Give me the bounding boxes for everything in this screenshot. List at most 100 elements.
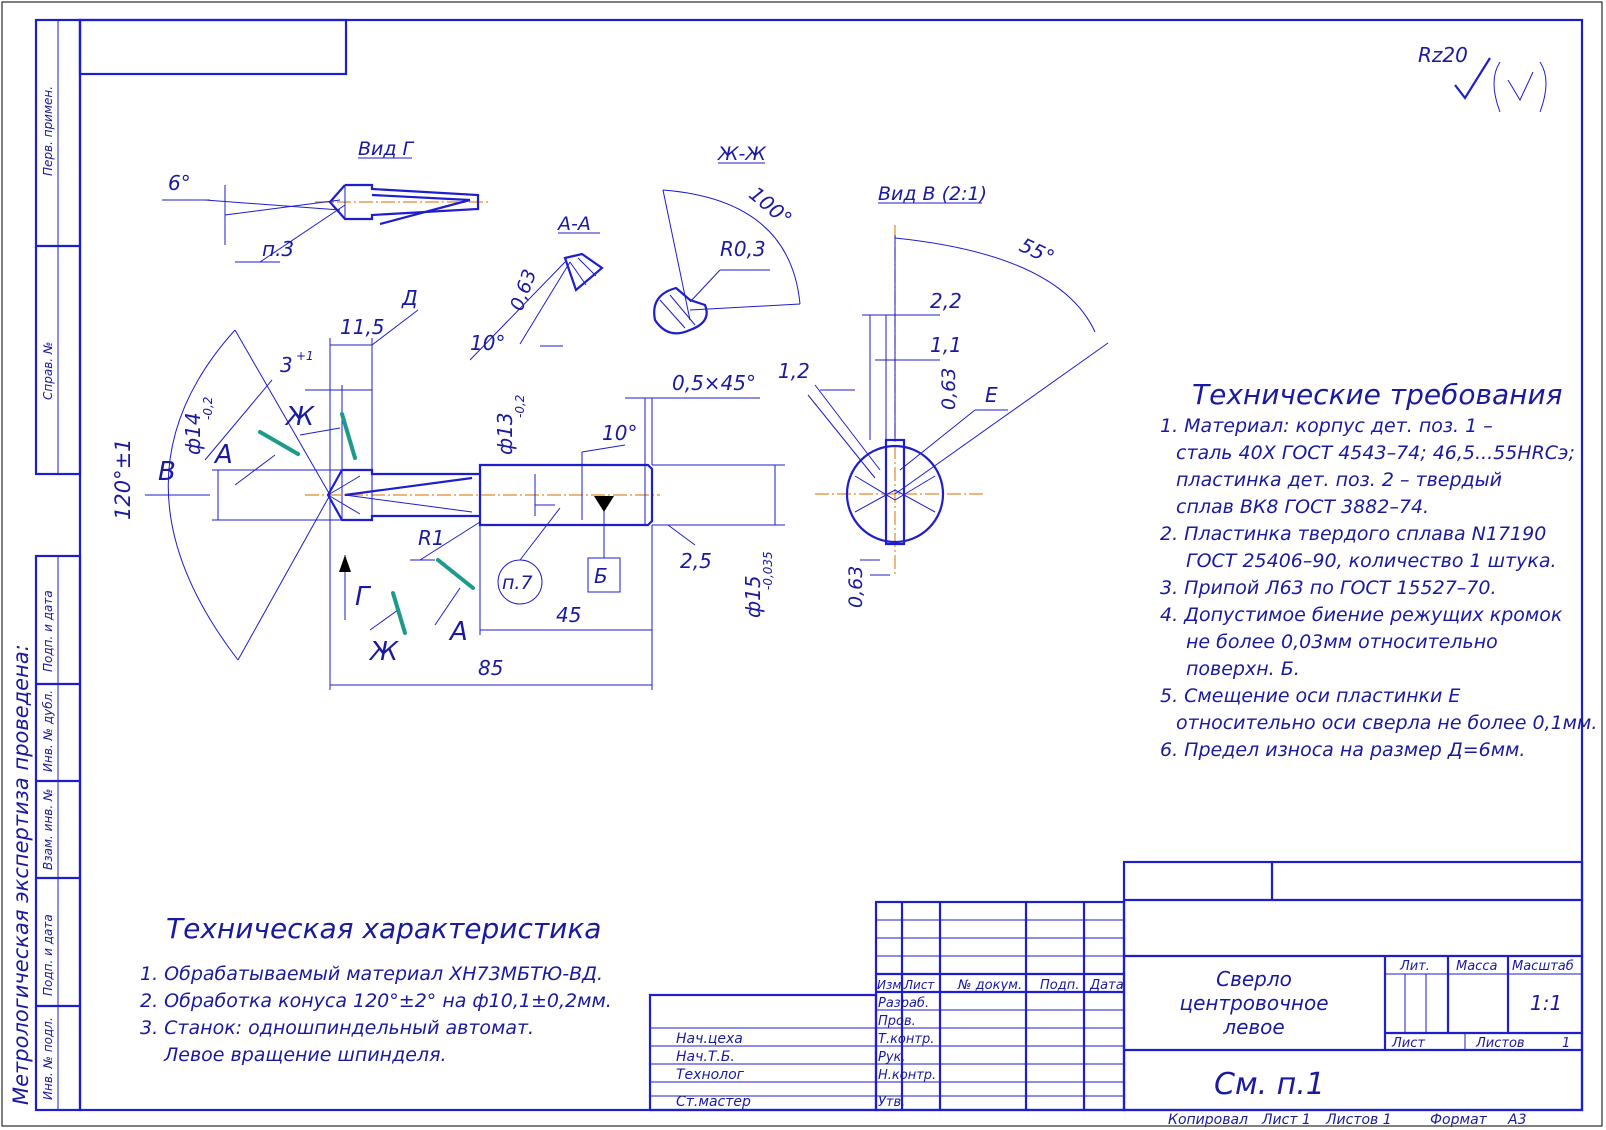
approval-item: Ст.мастер xyxy=(676,1094,751,1110)
label-v: В xyxy=(158,457,176,487)
dim-phi13-tol: -0,2 xyxy=(513,395,527,418)
col-list: Лист xyxy=(903,978,935,992)
title-block-text: Изм. Лист № докум. Подп. Дата Разраб. Пр… xyxy=(877,959,1574,1110)
margin-inv-podl: Инв. № подл. xyxy=(41,1017,55,1100)
label-p7: п.7 xyxy=(502,572,533,594)
dim-e: Е xyxy=(985,383,998,407)
section-zh-label: Ж-Ж xyxy=(717,143,767,165)
tb-row: Н.контр. xyxy=(878,1068,936,1083)
dim-063b: 0,63 xyxy=(938,368,960,410)
tech-char-line: 2. Обработка конуса 120°±2° на ф10,1±0,2… xyxy=(140,990,612,1012)
label-a2: А xyxy=(448,617,468,647)
dim-1-1: 1,1 xyxy=(930,333,962,357)
tech-req-line: ГОСТ 25406–90, количество 1 штука. xyxy=(1186,550,1557,572)
approval-item: Технолог xyxy=(676,1067,745,1083)
tb-row: Утв. xyxy=(878,1095,905,1110)
col-doc: № докум. xyxy=(957,978,1022,993)
tb-row: Пров. xyxy=(878,1014,916,1029)
tech-characteristics: Техническая характеристика 1. Обрабатыва… xyxy=(140,912,612,1066)
approval-item: Нач.Т.Б. xyxy=(676,1049,735,1065)
section-zh-zh xyxy=(653,189,801,335)
dim-3: 3 xyxy=(280,353,293,377)
tb-row: Т.контр. xyxy=(878,1032,934,1047)
tech-char-line: 1. Обрабатываемый материал ХН73МБТЮ-ВД. xyxy=(140,963,603,985)
margin-podp1: Подп. и дата xyxy=(41,590,55,672)
col-data: Дата xyxy=(1089,978,1124,993)
margin-vzam: Взам. инв. № xyxy=(41,789,55,870)
margin-sprav: Справ. № xyxy=(41,342,55,400)
dim-100deg: 100° xyxy=(744,182,796,231)
view-v xyxy=(807,235,1109,576)
main-dimensions xyxy=(145,309,785,690)
tech-req-line: 2. Пластинка твердого сплава N17190 xyxy=(1160,523,1546,545)
tech-req-title: Технические требования xyxy=(1192,378,1563,411)
tech-req-line: относительно оси сверла не более 0,1мм. xyxy=(1176,712,1597,734)
tech-req-line: сталь 40Х ГОСТ 4543–74; 46,5...55HRCэ; xyxy=(1176,442,1575,464)
dim-120deg: 120°±1 xyxy=(111,438,135,520)
tech-req-line: сплав ВК8 ГОСТ 3882–74. xyxy=(1176,496,1429,518)
tech-req-line: 6. Предел износа на размер Д=6мм. xyxy=(1160,739,1525,761)
view-g xyxy=(162,183,480,263)
dim-phi15-tol: -0,035 xyxy=(761,551,775,590)
margin-podp2: Подп. и дата xyxy=(41,914,55,996)
dim-phi14-tol: -0,2 xyxy=(201,397,215,420)
metrology-note: Метрологическая экспертиза проведена: xyxy=(9,644,33,1105)
label-zh2: Ж xyxy=(368,637,399,667)
dim-10deg-b: 10° xyxy=(602,421,637,445)
tech-req-line: 5. Смещение оси пластинки Е xyxy=(1160,685,1460,707)
section-a-label: А-А xyxy=(556,213,591,235)
dim-d: Д xyxy=(401,286,418,310)
margin-labels: Метрологическая экспертиза проведена: Пе… xyxy=(9,86,55,1105)
margin-inv-dubl: Инв. № дубл. xyxy=(41,690,55,772)
dim-2-5: 2,5 xyxy=(680,549,712,573)
tech-char-line: Левое вращение шпинделя. xyxy=(163,1044,447,1066)
footer-format-value: А3 xyxy=(1507,1112,1526,1128)
label-b: Б xyxy=(594,564,608,588)
tech-req-line: 1. Материал: корпус дет. поз. 1 – xyxy=(1160,415,1493,437)
section-marks xyxy=(258,412,475,635)
sheets-label: Листов xyxy=(1475,1036,1525,1051)
dim-063a: 0,63 xyxy=(506,266,541,313)
dim-r03: R0,3 xyxy=(720,237,766,261)
roughness-mark: Rz20 xyxy=(1418,43,1468,67)
product-name-2: центровочное xyxy=(1179,991,1328,1015)
drill-main-view xyxy=(326,463,654,527)
footer-kopiroval: Копировал xyxy=(1168,1112,1248,1128)
product-name-1: Сверло xyxy=(1216,967,1292,991)
tech-req-line: не более 0,03мм относительно xyxy=(1186,631,1498,653)
tb-row: Разраб. xyxy=(878,996,929,1011)
tech-req-line: 3. Припой Л63 по ГОСТ 15527–70. xyxy=(1160,577,1497,599)
view-g-label: Вид Г xyxy=(358,138,415,160)
dim-6deg: 6° xyxy=(168,171,191,195)
dim-chamfer: 0,5×45° xyxy=(672,371,756,395)
dim-063c: 0,63 xyxy=(845,566,867,608)
dim-3-tol: +1 xyxy=(296,349,314,363)
dim-phi14: ф14 xyxy=(181,412,205,455)
tech-req-line: пластинка дет. поз. 2 – твердый xyxy=(1176,469,1502,491)
tech-char-title: Техническая характеристика xyxy=(166,912,601,945)
footer: Копировал Лист 1 Листов 1 Формат А3 xyxy=(1168,1112,1526,1128)
scale-value: 1:1 xyxy=(1530,991,1562,1015)
approval-item: Нач.цеха xyxy=(676,1031,743,1047)
label-a1: А xyxy=(213,440,233,470)
roughness-symbol xyxy=(1454,57,1547,113)
material-ref: См. п.1 xyxy=(1214,1067,1325,1102)
dim-p3: п.3 xyxy=(262,237,294,261)
tb-row: Рук. xyxy=(878,1050,906,1065)
dim-phi15: ф15 xyxy=(741,575,765,618)
dim-r1: R1 xyxy=(418,526,445,550)
section-a-a xyxy=(469,252,604,361)
footer-format: Формат xyxy=(1430,1112,1488,1128)
dimension-labels: 6° п.3 100° R0,3 0,63 10° Д 11,5 3 +1 ф1… xyxy=(111,43,1468,680)
dim-11-5: 11,5 xyxy=(340,315,385,339)
footer-listov: Листов 1 xyxy=(1325,1112,1392,1128)
view-labels: Вид Г Ж-Ж А-А Вид В (2:1) xyxy=(358,138,987,235)
tech-req-line: поверхн. Б. xyxy=(1186,658,1300,680)
view-v-label: Вид В (2:1) xyxy=(878,183,987,205)
dim-55deg: 55° xyxy=(1016,233,1058,270)
col-podp: Подп. xyxy=(1040,978,1079,993)
dim-85: 85 xyxy=(478,656,503,680)
footer-list: Лист 1 xyxy=(1261,1112,1311,1128)
col-lit: Лит. xyxy=(1399,959,1430,974)
